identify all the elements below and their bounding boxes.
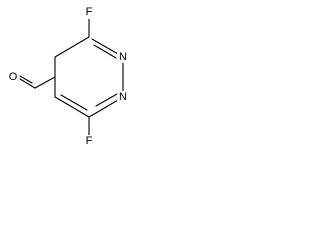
atom-f-bottom: F [86,135,93,147]
atom-o-aldehyde: O [9,71,18,83]
label-bg [7,70,19,83]
bond-c4-n3-inner [93,44,117,59]
bond-n1-c6 [88,112,97,118]
structure-canvas: F N N F O [0,0,149,155]
bond-c6-c5 [54,96,90,118]
label-bg [83,6,95,19]
bond-c2-n1-inner [95,93,118,107]
label-bg [117,50,129,63]
bond-cho-o [19,78,36,89]
atom-n-upper: N [119,51,127,63]
label-bg [83,135,95,148]
label-bg [117,91,129,104]
bond-cho-o-inner [19,75,33,84]
bond-c4-n3 [91,38,119,55]
bond-c6-c5-inner [60,94,88,111]
atom-f-top: F [86,6,93,18]
atom-n-lower: N [119,91,127,103]
bond-c4a-c4 [54,36,90,58]
molecule-diagram: F N N F O [7,6,129,148]
bond-ring-cho [34,76,56,89]
